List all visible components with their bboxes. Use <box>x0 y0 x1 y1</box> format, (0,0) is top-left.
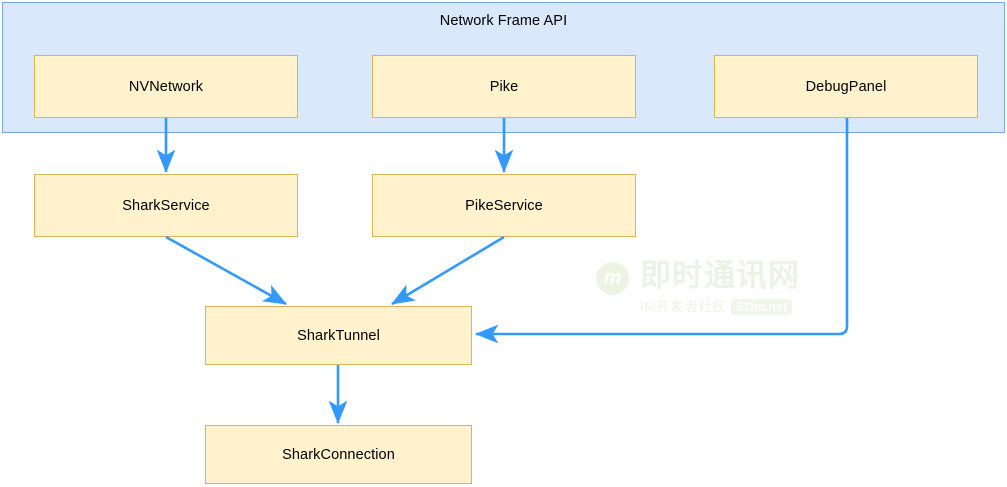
node-label-debugpanel: DebugPanel <box>805 78 887 95</box>
node-pike[interactable]: Pike <box>372 55 636 118</box>
edge-sharkservice-sharktunnel <box>165 235 287 306</box>
watermark-domain-badge: 52im.net <box>731 299 793 315</box>
watermark-logo-icon: m <box>596 262 629 295</box>
watermark-tagline-row: IM开发者社区 52im.net <box>640 296 793 315</box>
watermark-site-name: 即时通讯网 <box>640 258 800 293</box>
watermark-tagline: IM开发者社区 <box>640 299 727 314</box>
group-title: Network Frame API <box>439 13 568 29</box>
node-debugpanel[interactable]: DebugPanel <box>714 55 978 118</box>
node-nvnetwork[interactable]: NVNetwork <box>34 55 298 118</box>
node-sharkservice[interactable]: SharkService <box>34 174 298 237</box>
node-label-sharktunnel: SharkTunnel <box>297 327 380 344</box>
node-sharkconnection[interactable]: SharkConnection <box>205 425 472 484</box>
node-pikeservice[interactable]: PikeService <box>372 174 636 237</box>
node-label-nvnetwork: NVNetwork <box>128 78 204 95</box>
node-sharktunnel[interactable]: SharkTunnel <box>205 306 472 365</box>
node-label-sharkservice: SharkService <box>122 197 210 214</box>
node-label-pikeservice: PikeService <box>465 197 543 214</box>
watermark: m 即时通讯网 IM开发者社区 52im.net <box>596 258 799 320</box>
edge-pikeservice-sharktunnel <box>391 235 505 306</box>
node-label-pike: Pike <box>489 78 519 95</box>
node-label-sharkconnection: SharkConnection <box>282 446 395 463</box>
